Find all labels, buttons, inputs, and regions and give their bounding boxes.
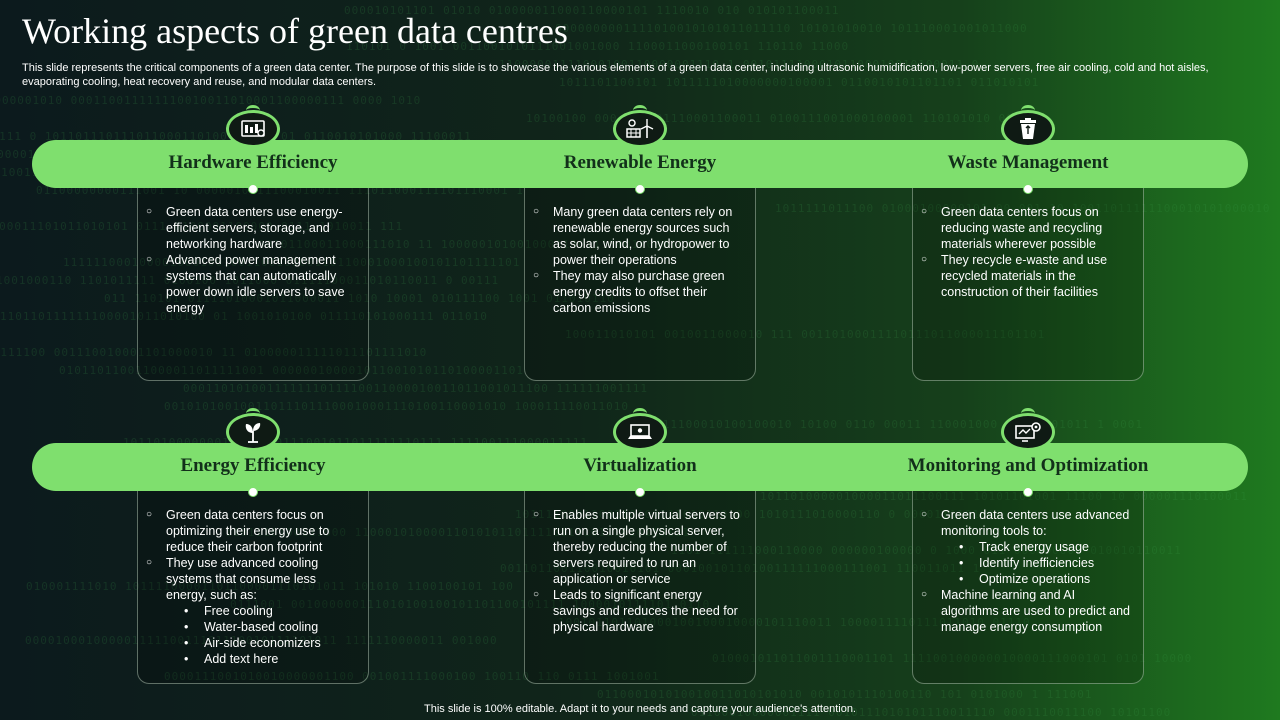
- bullet-item: Leads to significant energy savings and …: [533, 587, 743, 635]
- bullet-text: Green data centers focus on reducing was…: [941, 205, 1103, 251]
- bullet-item: Many green data centers rely on renewabl…: [533, 204, 743, 268]
- sub-bullet-item: Identify inefficiencies: [959, 555, 1131, 571]
- binary-row: 0001101010011111110111100110000100110110…: [183, 382, 648, 395]
- laptop-network-icon: [613, 408, 667, 451]
- recycle-bin-icon: [1001, 105, 1055, 148]
- bullet-text: Leads to significant energy savings and …: [553, 588, 738, 634]
- connector-dot: [635, 487, 645, 497]
- sub-bullet-item: Track energy usage: [959, 539, 1131, 555]
- sub-bullet-item: Air-side economizers: [184, 635, 356, 651]
- solar-wind-icon: [613, 105, 667, 148]
- top-heading-band: [32, 140, 1248, 188]
- binary-row: 10100100 000 0 1101110001100011 01001110…: [526, 112, 1030, 125]
- bullet-list: Green data centers focus on reducing was…: [921, 204, 1131, 300]
- bottom-heading-band: [32, 443, 1248, 491]
- monitor-gear-icon: [1001, 408, 1055, 451]
- bullet-item: Enables multiple virtual servers to run …: [533, 507, 743, 587]
- binary-row: 011000101010010011010101010 001010111010…: [597, 688, 1093, 701]
- sub-bullet-list: Free coolingWater-based coolingAir-side …: [166, 603, 356, 667]
- binary-row: 0101011000001010 00011001111111001001101…: [0, 94, 422, 107]
- bullet-text: Advanced power management systems that c…: [166, 253, 345, 315]
- section-heading: Energy Efficiency: [180, 455, 326, 476]
- slide-subtitle: This slide represents the critical compo…: [22, 62, 1209, 88]
- bullet-item: Green data centers use energy-efficient …: [146, 204, 356, 252]
- sub-bullet-list: Track energy usageIdentify inefficiencie…: [941, 539, 1131, 587]
- bullet-text: Many green data centers rely on renewabl…: [553, 205, 733, 267]
- section-card: Green data centers use energy-efficient …: [137, 188, 369, 381]
- bullet-text: Green data centers focus on optimizing t…: [166, 508, 330, 554]
- section-card: Enables multiple virtual servers to run …: [524, 491, 756, 684]
- sub-bullet-item: Optimize operations: [959, 571, 1131, 587]
- bullet-list: Green data centers use advanced monitori…: [921, 507, 1131, 635]
- bullet-list: Green data centers use energy-efficient …: [146, 204, 356, 316]
- bullet-item: Machine learning and AI algorithms are u…: [921, 587, 1131, 635]
- bullet-item: Green data centers use advanced monitori…: [921, 507, 1131, 587]
- binary-row: 0010101001001101110111000100011101001100…: [164, 400, 629, 413]
- sub-bullet-item: Water-based cooling: [184, 619, 356, 635]
- section-heading: Monitoring and Optimization: [907, 455, 1149, 476]
- server-dashboard-icon: [226, 105, 280, 148]
- bullet-item: They use advanced cooling systems that c…: [146, 555, 356, 667]
- plant-bulb-icon: [226, 408, 280, 451]
- bullet-text: They recycle e-waste and use recycled ma…: [941, 253, 1108, 299]
- connector-dot: [1023, 184, 1033, 194]
- bullet-item: Green data centers focus on reducing was…: [921, 204, 1131, 252]
- bullet-item: They may also purchase green energy cred…: [533, 268, 743, 316]
- section-card: Many green data centers rely on renewabl…: [524, 188, 756, 381]
- sub-bullet-item: Free cooling: [184, 603, 356, 619]
- section-card: Green data centers focus on optimizing t…: [137, 491, 369, 684]
- bullet-text: They use advanced cooling systems that c…: [166, 556, 319, 602]
- slide-footer: This slide is 100% editable. Adapt it to…: [424, 703, 856, 715]
- bullet-text: Machine learning and AI algorithms are u…: [941, 588, 1130, 634]
- bullet-item: Green data centers focus on optimizing t…: [146, 507, 356, 555]
- bullet-text: Enables multiple virtual servers to run …: [553, 508, 740, 586]
- section-card: Green data centers focus on reducing was…: [912, 188, 1144, 381]
- connector-dot: [1023, 487, 1033, 497]
- section-heading: Virtualization: [583, 455, 697, 476]
- slide-title: Working aspects of green data centres: [22, 11, 568, 51]
- bullet-list: Many green data centers rely on renewabl…: [533, 204, 743, 316]
- connector-dot: [635, 184, 645, 194]
- binary-row: 0000000001111010010101011011110 10101010…: [555, 22, 1028, 35]
- bullet-item: Advanced power management systems that c…: [146, 252, 356, 316]
- section-heading: Renewable Energy: [563, 152, 717, 173]
- bullet-text: They may also purchase green energy cred…: [553, 269, 725, 315]
- bullet-list: Enables multiple virtual servers to run …: [533, 507, 743, 635]
- bullet-list: Green data centers focus on optimizing t…: [146, 507, 356, 667]
- binary-row: 01011 11100010100100010 10100 0110 00011…: [617, 418, 1143, 431]
- bullet-text: Green data centers use energy-efficient …: [166, 205, 343, 251]
- bullet-item: They recycle e-waste and use recycled ma…: [921, 252, 1131, 300]
- connector-dot: [248, 487, 258, 497]
- bullet-text: Green data centers use advanced monitori…: [941, 508, 1130, 538]
- section-heading: Waste Management: [947, 152, 1109, 173]
- connector-dot: [248, 184, 258, 194]
- sub-bullet-item: Add text here: [184, 651, 356, 667]
- section-heading: Hardware Efficiency: [168, 152, 338, 173]
- section-card: Green data centers use advanced monitori…: [912, 491, 1144, 684]
